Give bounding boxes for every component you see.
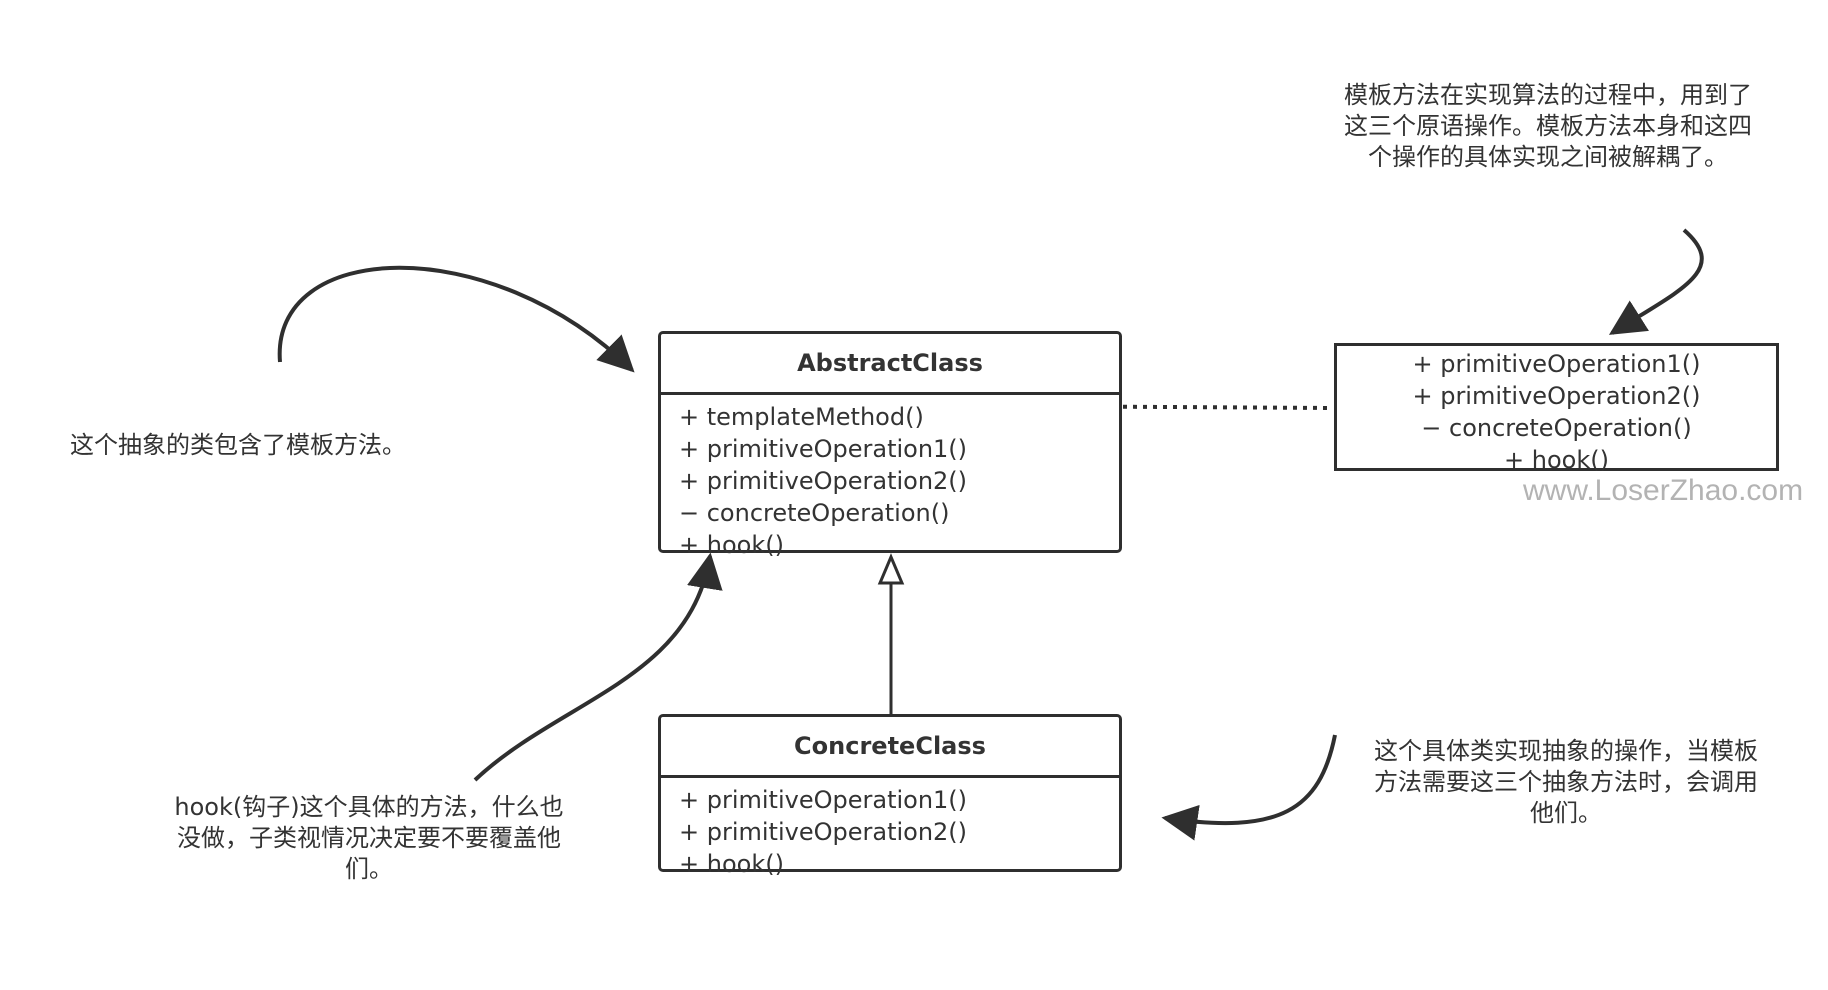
operation-hook: + hook() [1504, 446, 1609, 474]
concrete-class-name: ConcreteClass [661, 717, 1119, 778]
concrete-class-box: ConcreteClass + primitiveOperation1() + … [658, 714, 1122, 878]
abstract-class-note: 这个抽象的类包含了模板方法。 [70, 431, 406, 459]
operations-members: + primitiveOperation1() + primitiveOpera… [1337, 346, 1776, 476]
abstract-class-name: AbstractClass [661, 334, 1119, 395]
primitives-note-arrow [1608, 228, 1704, 335]
member-primitive-operation-2: + primitiveOperation2() [679, 818, 968, 846]
inheritance-arrowhead [877, 553, 905, 585]
abstract-class-members: + templateMethod() + primitiveOperation1… [661, 395, 1119, 561]
member-hook: + hook() [679, 531, 784, 559]
operations-box: + primitiveOperation1() + primitiveOpera… [1334, 343, 1779, 474]
hook-note: hook(钩子)这个具体的方法，什么也没做，子类视情况决定要不要覆盖他们。 [174, 793, 564, 883]
abstract-note-arrow [277, 265, 635, 373]
hook-note-arrow [473, 552, 723, 782]
operation-concrete: − concreteOperation() [1421, 414, 1692, 442]
concrete-class-members: + primitiveOperation1() + primitiveOpera… [661, 778, 1119, 880]
operation-primitive-1: + primitiveOperation1() [1412, 350, 1701, 378]
member-concrete-operation: − concreteOperation() [679, 499, 950, 527]
watermark: www.LoserZhao.com [1523, 474, 1804, 507]
member-primitive-operation-2: + primitiveOperation2() [679, 467, 968, 495]
concrete-class-note: 这个具体类实现抽象的操作，当模板方法需要这三个抽象方法时，会调用他们。 [1374, 737, 1758, 827]
operation-primitive-2: + primitiveOperation2() [1412, 382, 1701, 410]
member-hook: + hook() [679, 850, 784, 878]
abstract-class-box: AbstractClass + templateMethod() + primi… [658, 331, 1122, 559]
member-primitive-operation-1: + primitiveOperation1() [679, 435, 968, 463]
member-primitive-operation-1: + primitiveOperation1() [679, 786, 968, 814]
dotted-link [1002, 404, 1332, 410]
member-template-method: + templateMethod() [679, 403, 924, 431]
concrete-note-arrow [1161, 734, 1337, 841]
primitives-note: 模板方法在实现算法的过程中，用到了这三个原语操作。模板方法本身和这四个操作的具体… [1344, 81, 1752, 171]
